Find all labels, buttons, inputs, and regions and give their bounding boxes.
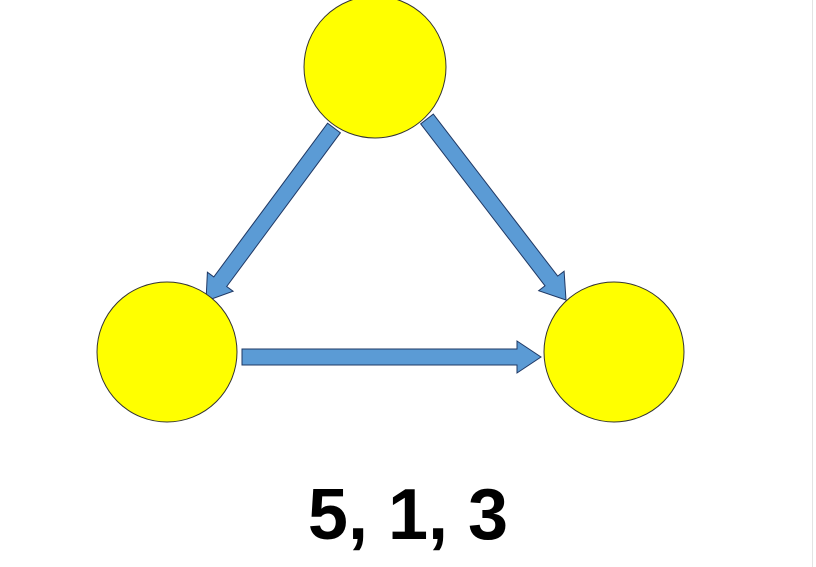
slide-edge — [812, 0, 813, 567]
node-top — [303, 0, 447, 139]
arrow-left-to-right — [241, 340, 542, 374]
node-right — [543, 281, 685, 423]
node-left — [96, 281, 238, 423]
arrow-top-to-right — [420, 113, 567, 301]
arrow-top-to-left — [205, 122, 342, 302]
network-diagram — [96, 0, 685, 423]
diagram-caption: 5, 1, 3 — [307, 475, 509, 555]
